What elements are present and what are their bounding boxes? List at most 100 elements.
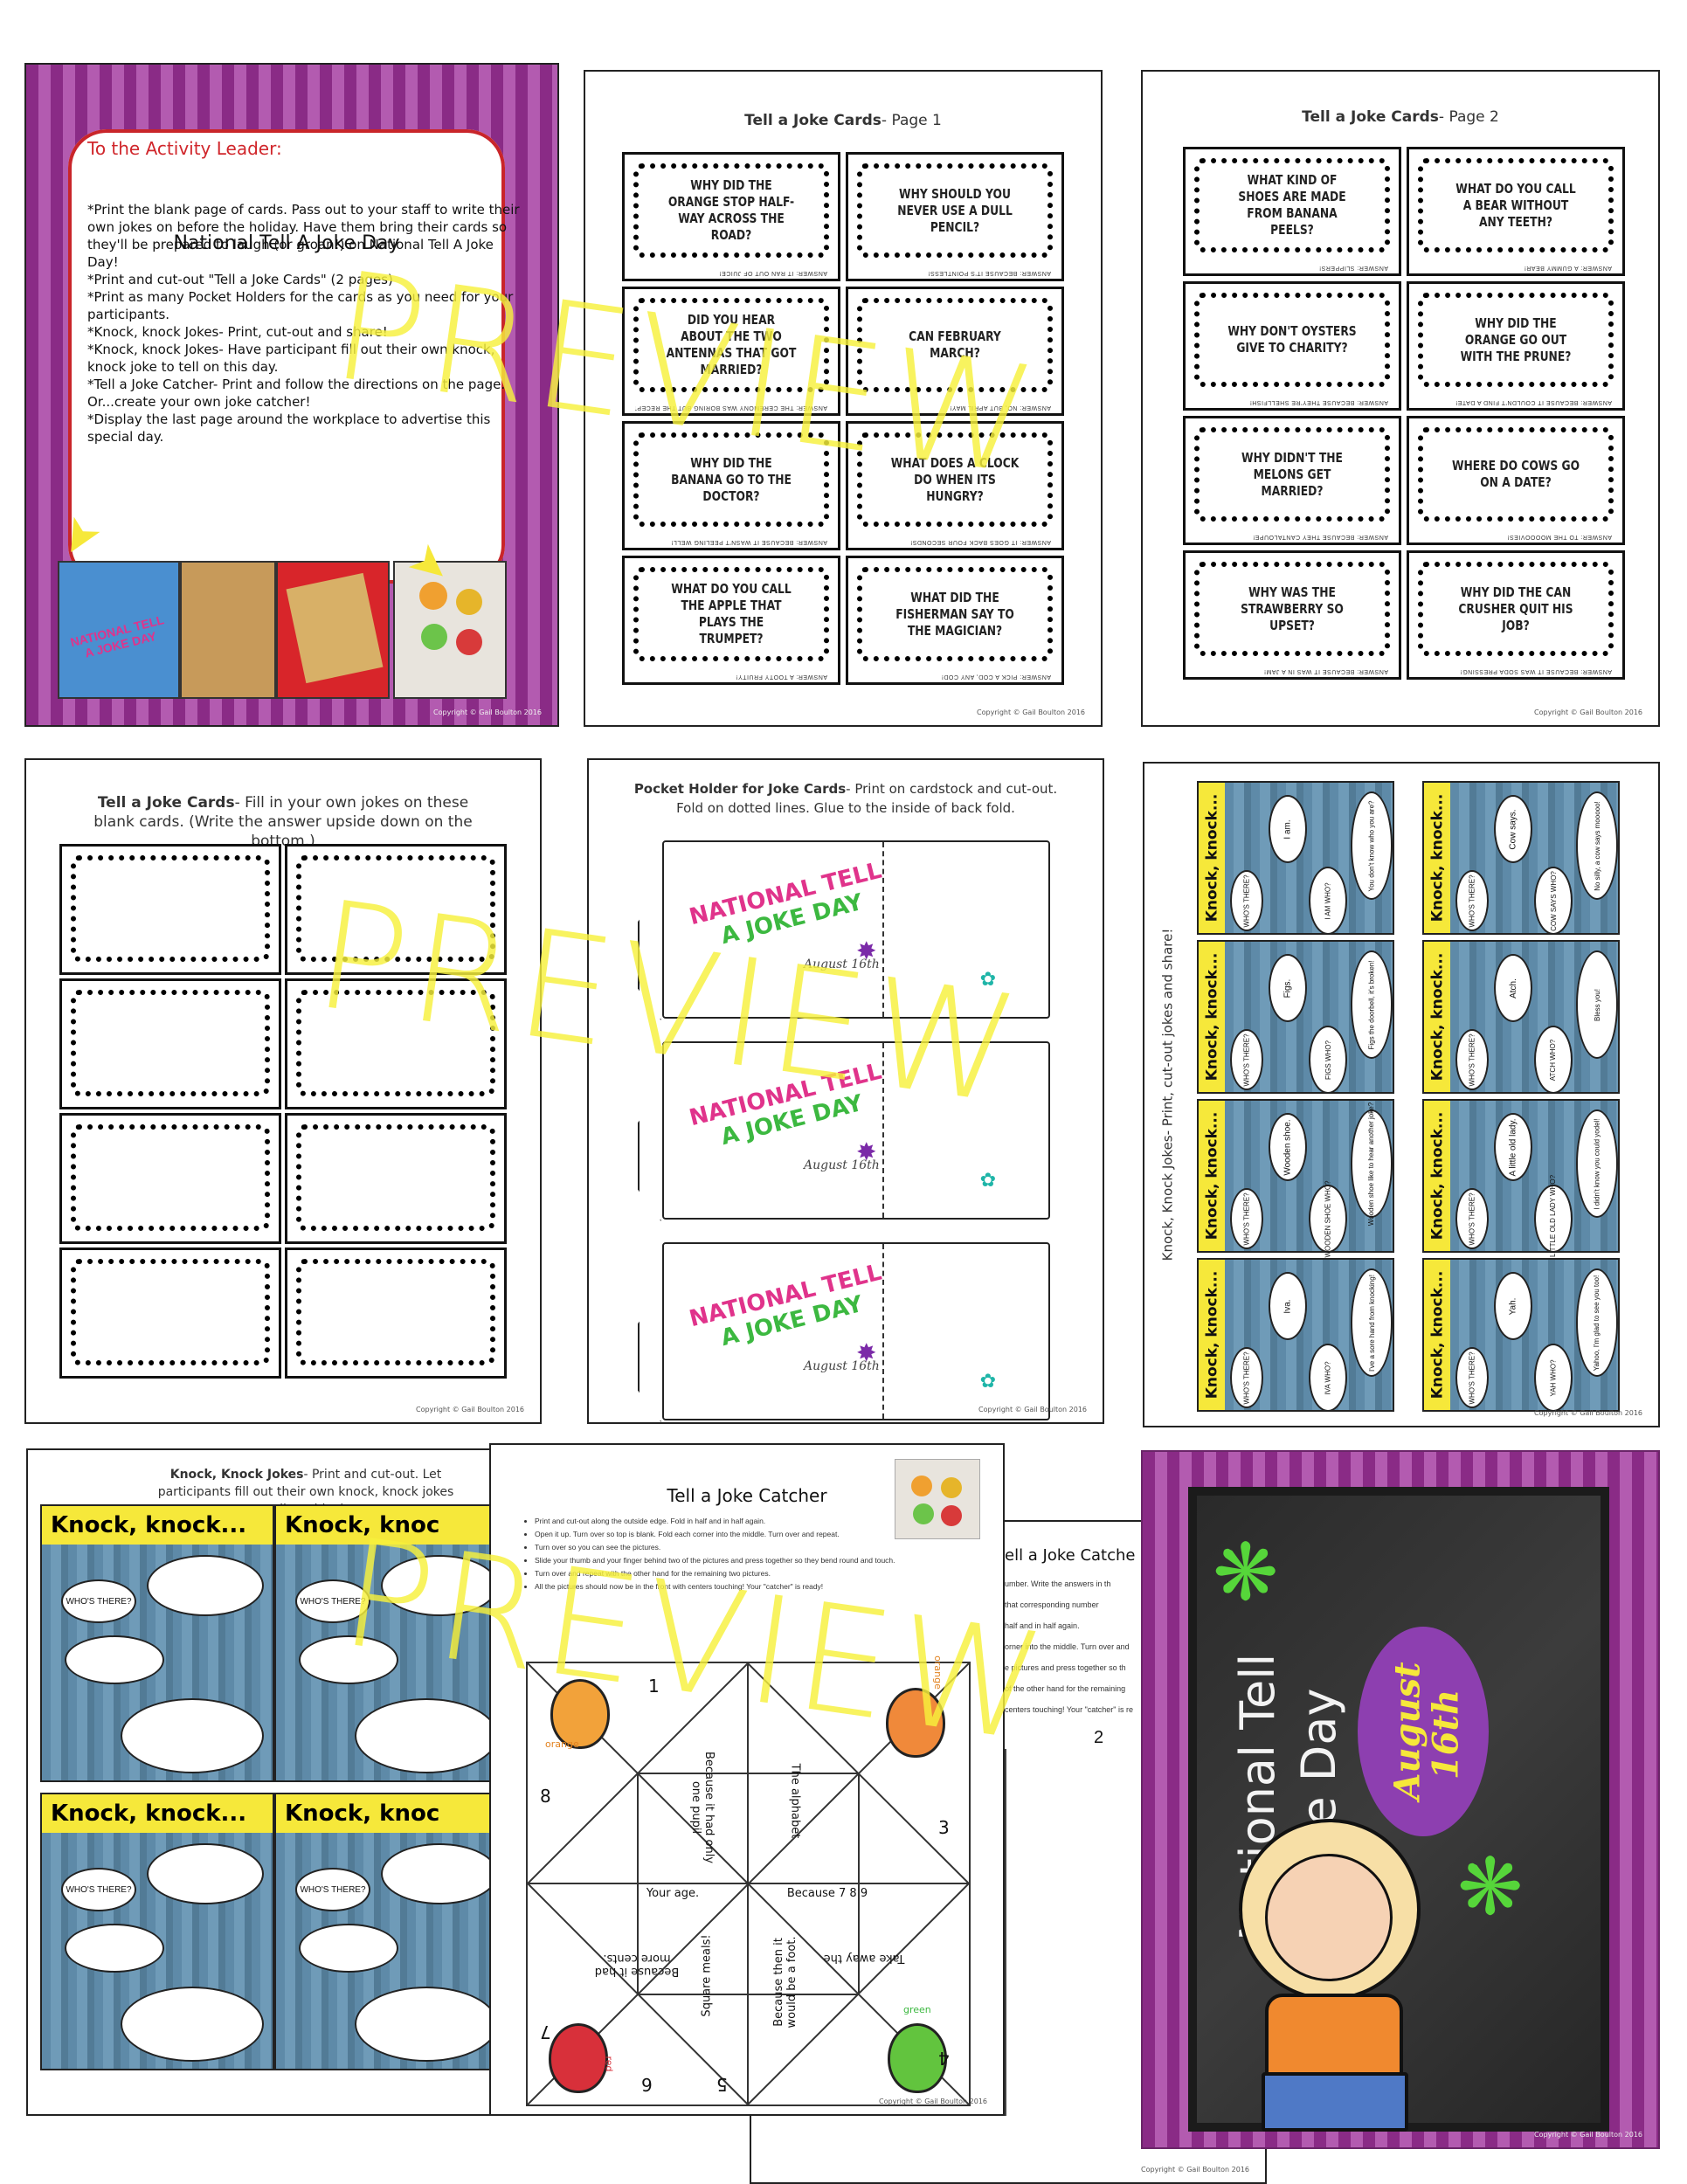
blank-card[interactable] bbox=[285, 844, 507, 975]
blank-card[interactable] bbox=[285, 1248, 507, 1379]
catcher-template: orange orange red green 1 3 4 5 6 7 8 Yo… bbox=[526, 1655, 971, 2106]
page-footer: Copyright © Gail Boulton 2016 bbox=[977, 708, 1085, 716]
red-face-icon bbox=[549, 2023, 608, 2093]
blank-card[interactable] bbox=[59, 1248, 281, 1379]
blank-bubble[interactable] bbox=[65, 1924, 164, 1973]
joke-card[interactable]: Why did the orange stop half-way across … bbox=[622, 152, 840, 281]
catcher-answer: Take away the bbox=[823, 1952, 905, 1965]
leader-heading: To the Activity Leader: bbox=[87, 138, 282, 159]
pompom-icon: ❋ bbox=[1457, 1844, 1524, 1932]
blank-bubble[interactable] bbox=[147, 1843, 264, 1904]
joke-bubble: Atch. bbox=[1494, 954, 1532, 1022]
punchline-bubble: No silly, a cow says mooooo! bbox=[1576, 791, 1618, 900]
fold-line bbox=[882, 1043, 884, 1218]
joke-card[interactable]: What does a clock do when its hungry?ANS… bbox=[846, 421, 1064, 550]
date-oval bbox=[1358, 1627, 1489, 1836]
girl-illustration bbox=[1213, 1819, 1440, 2133]
leader-title: National Tell A Joke Day bbox=[173, 232, 400, 254]
joke-card[interactable]: Why didn't the melons get married?ANSWER… bbox=[1183, 416, 1401, 545]
card-frame: Why didn't the melons get married? bbox=[1194, 427, 1390, 522]
knock-strip: Knock, knock... bbox=[42, 1506, 273, 1545]
joke-bubble: ATCH WHO? bbox=[1534, 1026, 1573, 1094]
catcher-steps: Print and cut-out along the outside edge… bbox=[522, 1515, 898, 1593]
photo-label: NATIONAL TELL A JOKE DAY bbox=[68, 612, 166, 660]
pocket-date: August 16th bbox=[804, 1359, 880, 1373]
joke-bubble: A little old lady. bbox=[1494, 1113, 1532, 1181]
leader-instruction-item: *Display the last page around the workpl… bbox=[87, 411, 491, 445]
blank-card[interactable] bbox=[59, 844, 281, 975]
card-frame: What do you call the apple that plays th… bbox=[633, 567, 829, 661]
catcher-answer: Because then it would be a foot. bbox=[772, 1936, 799, 2028]
joke-card[interactable]: Why was the strawberry so upset?ANSWER: … bbox=[1183, 550, 1401, 680]
joke-bubble: COW SAYS WHO? bbox=[1534, 867, 1573, 935]
joke-card[interactable]: Why did the banana go to the doctor?ANSW… bbox=[622, 421, 840, 550]
knock-knock-card[interactable]: Knock, knock...WHO'S THERE?Atch.ATCH WHO… bbox=[1422, 940, 1620, 1094]
blank-card[interactable] bbox=[285, 1113, 507, 1244]
blank-bubble[interactable] bbox=[381, 1843, 498, 1904]
joke-question: Did you hear about the two antennas that… bbox=[666, 312, 797, 377]
pocket-date: August 16th bbox=[804, 1158, 880, 1172]
blank-bubble[interactable] bbox=[381, 1555, 498, 1616]
joke-card[interactable]: What kind of shoes are made from banana … bbox=[1183, 147, 1401, 276]
whos-there-bubble: WHO'S THERE? bbox=[1455, 870, 1489, 931]
knock-knock-card[interactable]: Knock, knock...WHO'S THERE?Iva.IVA WHO?I… bbox=[1197, 1258, 1394, 1412]
orange-face-icon bbox=[550, 1679, 610, 1749]
punchline-bubble: I didn't know you could yodel! bbox=[1576, 1109, 1618, 1218]
card-frame bbox=[296, 855, 495, 962]
joke-card[interactable]: Can February March?ANSWER: NO, BUT APRIL… bbox=[846, 287, 1064, 416]
blank-bubble[interactable] bbox=[355, 1987, 498, 2062]
catcher-step: Slide your thumb and your finger behind … bbox=[535, 1554, 898, 1567]
knock-knock-blank-card[interactable]: Knock, knock...WHO'S THERE? bbox=[40, 1793, 274, 2070]
blank-bubble[interactable] bbox=[121, 1698, 264, 1773]
firework-icon: ✸ bbox=[856, 1339, 877, 1366]
blank-bubble[interactable] bbox=[355, 1698, 498, 1773]
joke-question: Why didn't the melons get married? bbox=[1241, 449, 1343, 499]
knock-knock-card[interactable]: Knock, knock...WHO'S THERE?Wooden shoe.W… bbox=[1197, 1099, 1394, 1257]
joke-card[interactable]: What did the fisherman say to the magici… bbox=[846, 556, 1064, 685]
activity-leader-page: To the Activity Leader: National Tell A … bbox=[24, 63, 559, 727]
blank-bubble[interactable] bbox=[147, 1555, 264, 1616]
knock-knock-card[interactable]: Knock, knock...WHO'S THERE?A little old … bbox=[1422, 1099, 1620, 1263]
card-frame: Can February March? bbox=[857, 298, 1053, 392]
joke-card[interactable]: Why should you never use a dull pencil?A… bbox=[846, 152, 1064, 281]
blank-bubble[interactable] bbox=[65, 1635, 164, 1684]
card-grid: Why did the orange stop half-way across … bbox=[622, 152, 1064, 685]
joke-card[interactable]: What do you call the apple that plays th… bbox=[622, 556, 840, 685]
joke-answer: ANSWER: BECAUSE IT WAS SODA PRESSING! bbox=[1460, 668, 1612, 674]
blank-card[interactable] bbox=[285, 978, 507, 1109]
catcher-number: 5 bbox=[716, 2074, 728, 2095]
whos-there-bubble: WHO'S THERE? bbox=[1230, 1029, 1263, 1090]
joke-card[interactable]: Why don't oysters give to charity?ANSWER… bbox=[1183, 281, 1401, 411]
knock-knock-blank-card[interactable]: Knock, knock...WHO'S THERE? bbox=[40, 1504, 274, 1782]
joke-card[interactable]: Did you hear about the two antennas that… bbox=[622, 287, 840, 416]
joke-bubble: IVA WHO? bbox=[1309, 1344, 1347, 1412]
blank-bubble[interactable] bbox=[121, 1987, 264, 2062]
knock-knock-card[interactable]: Knock, knock...WHO'S THERE?I am.I AM WHO… bbox=[1197, 781, 1394, 935]
blank-card[interactable] bbox=[59, 978, 281, 1109]
knock-knock-card[interactable]: Knock, knock...WHO'S THERE?Figs.FIGS WHO… bbox=[1197, 940, 1394, 1094]
knock-strip: Knock, knock... bbox=[1199, 783, 1225, 933]
knock-knock-card[interactable]: Knock, knock...WHO'S THERE?Yah.YAH WHO?Y… bbox=[1422, 1258, 1620, 1412]
page-title: Tell a Joke Cards- Page 1 bbox=[744, 112, 942, 129]
knock-knock-card[interactable]: Knock, knock...WHO'S THERE?Cow says.COW … bbox=[1422, 781, 1620, 935]
catcher-answer: Your age. bbox=[646, 1887, 700, 1900]
page-title: Tell a Joke Catcher bbox=[667, 1485, 827, 1506]
joke-answer: ANSWER: IT GOES BACK FOUR SECONDS! bbox=[909, 539, 1051, 545]
joke-card[interactable]: Why did the can crusher quit his job?ANS… bbox=[1407, 550, 1625, 680]
blank-bubble[interactable] bbox=[299, 1635, 398, 1684]
card-frame: Did you hear about the two antennas that… bbox=[633, 298, 829, 392]
joke-question: What kind of shoes are made from banana … bbox=[1238, 172, 1346, 238]
page-title: Tell a Joke Cards- Fill in your own joke… bbox=[93, 794, 473, 850]
blank-card[interactable] bbox=[59, 1113, 281, 1244]
joke-card[interactable]: Why did the orange go out with the prune… bbox=[1407, 281, 1625, 411]
blank-bubble[interactable] bbox=[299, 1924, 398, 1973]
joke-card[interactable]: What do you call a bear without any teet… bbox=[1407, 147, 1625, 276]
catcher-photo bbox=[895, 1459, 980, 1539]
